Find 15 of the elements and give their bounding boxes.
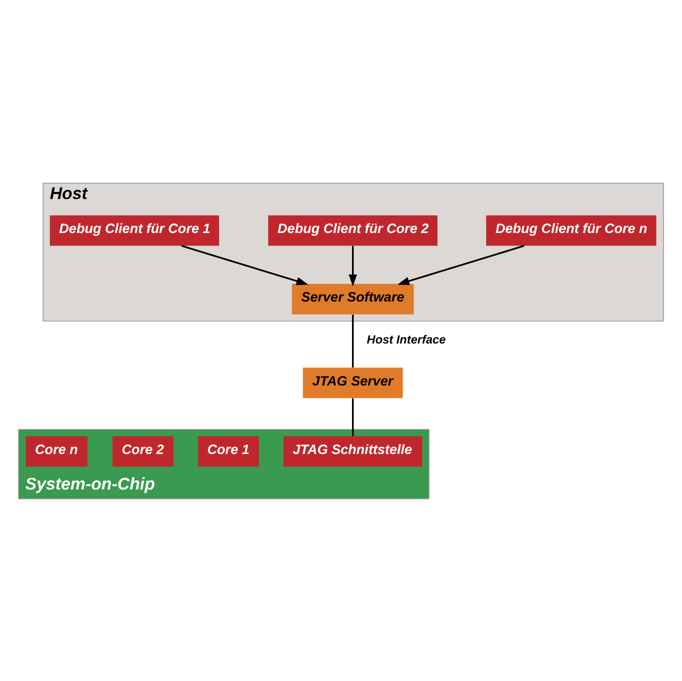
node-box: Core 1 xyxy=(198,436,259,466)
node-box: Debug Client für Core 2 xyxy=(268,214,438,246)
connector xyxy=(352,314,354,367)
node-box: Debug Client für Core n xyxy=(486,214,656,246)
node-box: Server Software xyxy=(292,283,414,314)
arrow xyxy=(348,245,357,286)
node-box: Debug Client für Core 1 xyxy=(50,214,220,246)
edge-label: Host Interface xyxy=(366,332,446,346)
node-box: JTAG Schnittstelle xyxy=(283,436,422,466)
node-box: Core n xyxy=(26,436,88,466)
connector xyxy=(352,398,354,436)
node-box: Core 2 xyxy=(112,436,174,466)
arrow xyxy=(181,244,308,285)
node-box: JTAG Server xyxy=(302,367,403,398)
arrow xyxy=(397,244,524,285)
